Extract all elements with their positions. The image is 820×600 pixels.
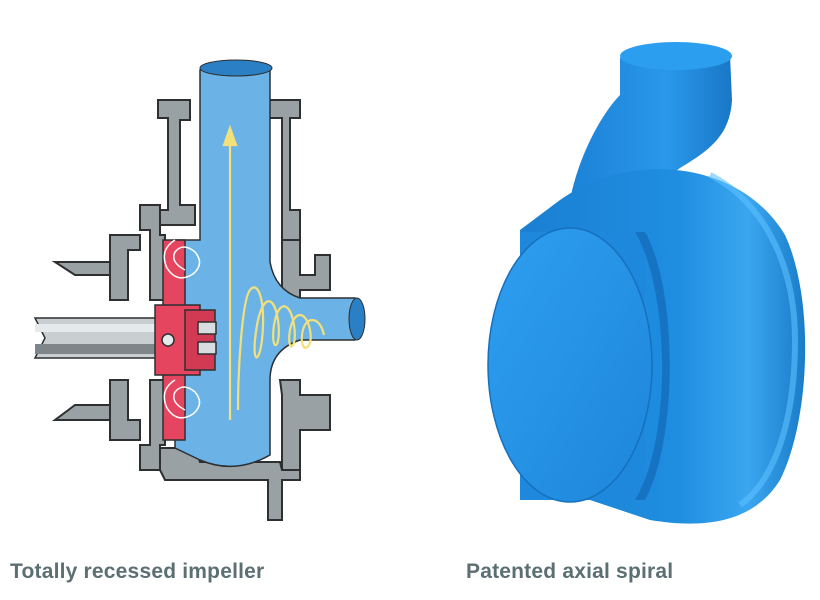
pump-cross-section-diagram <box>33 59 366 521</box>
recessed-impeller <box>154 239 217 441</box>
drive-shaft <box>33 317 161 359</box>
axial-spiral-panel: Patented axial spiral <box>410 0 820 600</box>
volute-body <box>487 42 806 524</box>
flow-path-arrows <box>222 124 326 420</box>
pump-cross-section-panel: Totally recessed impeller <box>10 59 366 583</box>
fluid-channel <box>174 59 366 468</box>
left-panel-caption: Totally recessed impeller <box>10 560 265 583</box>
axial-spiral-volute-3d <box>487 42 806 524</box>
right-panel-caption: Patented axial spiral <box>466 560 674 583</box>
impeller-vortex-swirls <box>163 239 201 419</box>
